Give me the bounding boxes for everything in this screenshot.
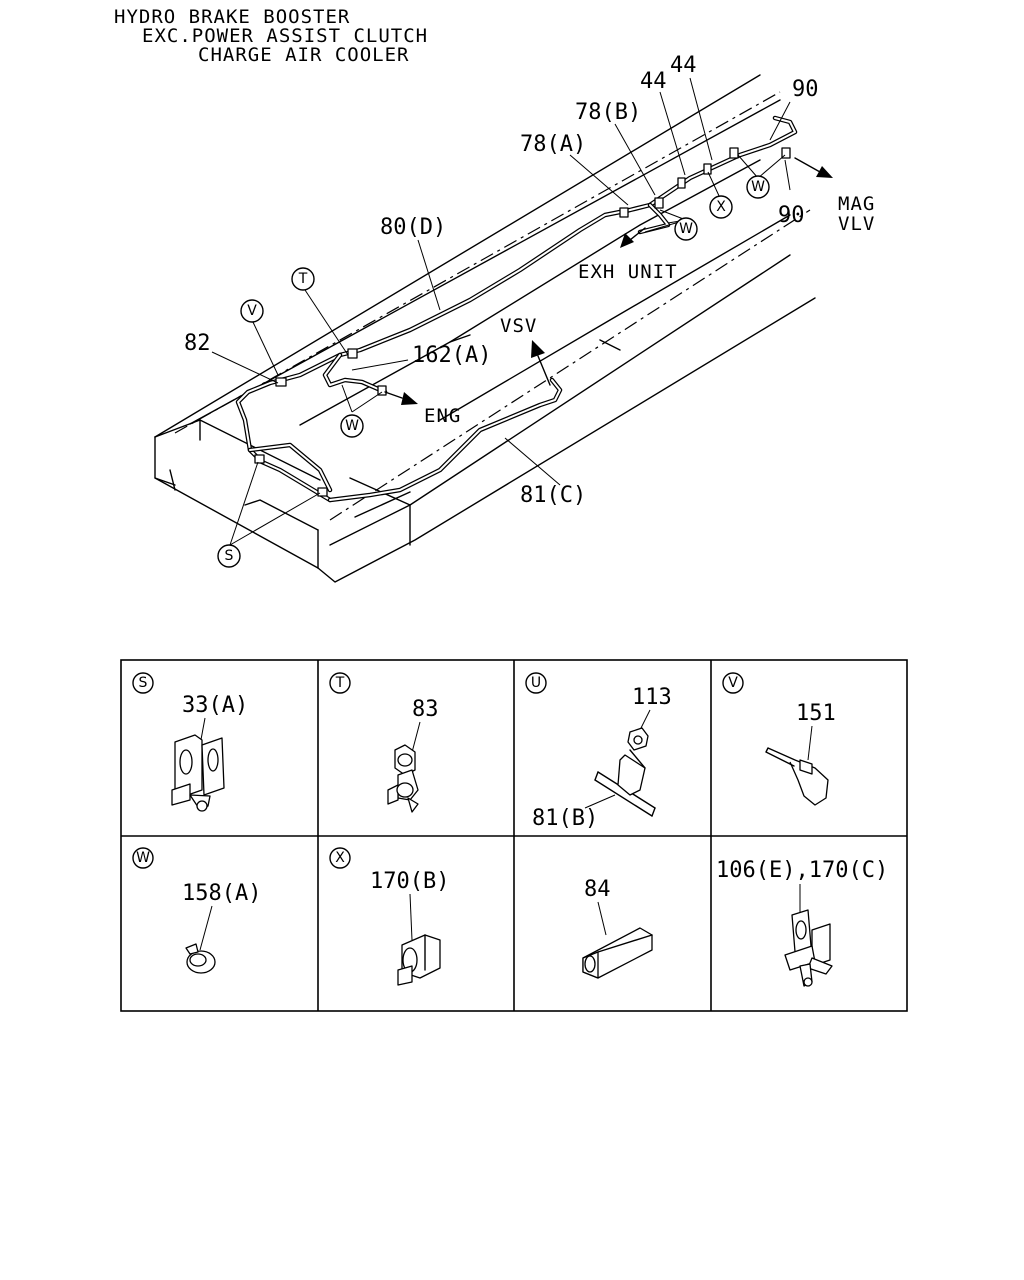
marker-x: X xyxy=(709,195,733,219)
arrow-mag-vlv xyxy=(816,166,833,178)
marker-w-mag: W xyxy=(746,175,770,199)
detail-cell-w: W 158(A) xyxy=(132,847,261,974)
label-vsv: VSV xyxy=(500,315,537,337)
header-line-1: HYDRO BRAKE BOOSTER xyxy=(114,6,350,28)
svg-text:S: S xyxy=(225,548,234,564)
pipe-clip-icon xyxy=(397,934,441,986)
detail-cell-106e: 106(E),170(C) xyxy=(716,858,888,987)
label-vlv: VLV xyxy=(838,213,875,235)
detail-cell-v: V 151 xyxy=(722,672,836,806)
callout-82: 82 xyxy=(184,331,211,356)
detail-part-113: 113 xyxy=(632,685,672,710)
detail-cell-t: T 83 xyxy=(329,672,439,813)
marker-w-eng: W xyxy=(340,414,364,438)
callout-90-upper: 90 xyxy=(792,77,819,102)
svg-text:W: W xyxy=(345,418,359,434)
pipe-clamp-icon xyxy=(387,744,419,813)
detail-marker-v: V xyxy=(728,675,738,691)
detail-marker-w: W xyxy=(136,850,150,866)
detail-part-33a: 33(A) xyxy=(182,693,248,718)
detail-cell-u: U 113 81(B) xyxy=(525,672,672,831)
detail-part-84: 84 xyxy=(584,877,611,902)
callout-44-lower: 44 xyxy=(640,69,667,94)
label-eng: ENG xyxy=(424,405,461,427)
chassis-frame xyxy=(154,74,816,583)
callout-78b: 78(B) xyxy=(575,100,641,125)
nut-bracket-icon xyxy=(594,727,656,817)
edge-trim-icon xyxy=(582,927,653,979)
svg-text:X: X xyxy=(716,199,726,215)
double-clip-icon xyxy=(171,734,225,812)
svg-text:W: W xyxy=(751,179,765,195)
header-line-3: CHARGE AIR COOLER xyxy=(198,44,409,66)
marker-v: V xyxy=(240,299,264,323)
marker-s: S xyxy=(217,544,241,568)
header-line-2: EXC.POWER ASSIST CLUTCH xyxy=(142,25,428,47)
clip-assembly-icon xyxy=(784,909,833,987)
detail-part-83: 83 xyxy=(412,697,439,722)
detail-part-106e-170c: 106(E),170(C) xyxy=(716,858,888,883)
callout-80d: 80(D) xyxy=(380,215,446,240)
callout-81c: 81(C) xyxy=(520,483,586,508)
detail-cell-x: X 170(B) xyxy=(329,847,449,986)
arrow-vsv xyxy=(531,340,545,358)
brake-pipe-routing xyxy=(235,115,798,503)
detail-marker-x: X xyxy=(335,850,345,866)
leader-lines xyxy=(211,77,791,546)
callout-44-upper: 44 xyxy=(670,53,697,78)
svg-text:V: V xyxy=(247,303,257,319)
callout-162a: 162(A) xyxy=(412,343,491,368)
svg-text:W: W xyxy=(679,221,693,237)
diagram-header: HYDRO BRAKE BOOSTER EXC.POWER ASSIST CLU… xyxy=(114,6,428,66)
svg-text:T: T xyxy=(298,271,308,287)
direction-arrows xyxy=(384,157,833,405)
detail-part-151: 151 xyxy=(796,701,836,726)
detail-part-170b: 170(B) xyxy=(370,869,449,894)
callout-78a: 78(A) xyxy=(520,132,586,157)
label-exh-unit: EXH UNIT xyxy=(578,261,678,283)
location-markers: V T W S W X W xyxy=(217,175,770,568)
detail-part-158a: 158(A) xyxy=(182,881,261,906)
detail-marker-t: T xyxy=(335,675,345,691)
detail-cell-s: S 33(A) xyxy=(132,672,248,812)
detail-part-81b: 81(B) xyxy=(532,806,598,831)
hose-clip-icon xyxy=(185,943,216,974)
marker-w-exh: W xyxy=(674,217,698,241)
marker-t: T xyxy=(291,267,315,291)
detail-table: S 33(A) T 83 xyxy=(120,659,908,1012)
callouts: 44 44 90 90 78(B) 78(A) 80(D) 82 162(A) … xyxy=(184,53,875,508)
detail-marker-u: U xyxy=(531,675,541,691)
arrow-eng xyxy=(401,392,418,405)
arrow-exh-unit xyxy=(620,233,634,248)
detail-cell-84: 84 xyxy=(582,877,653,979)
cable-tie-icon xyxy=(765,747,829,806)
detail-marker-s: S xyxy=(139,675,148,691)
label-mag: MAG xyxy=(838,193,875,215)
callout-90-lower: 90 xyxy=(778,203,805,228)
